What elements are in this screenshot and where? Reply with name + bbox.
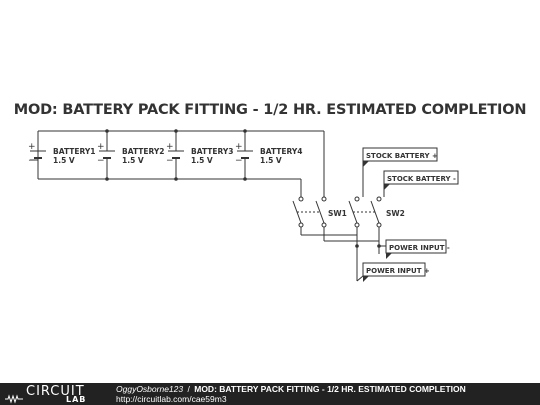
power-input-minus-label: POWER INPUT - <box>389 244 450 252</box>
battery-symbol-3 <box>168 150 184 159</box>
battery4-label: BATTERY4 <box>260 147 302 156</box>
battery-plus-sign: + <box>28 142 36 152</box>
junction-dot <box>105 177 109 181</box>
battery-plus-sign: + <box>97 142 105 152</box>
footer-bar: CIRCUIT LAB OggyOsborne123 / MOD: BATTER… <box>0 383 540 405</box>
circuit-logo-icon <box>5 394 23 404</box>
battery2-value: 1.5 V <box>122 156 144 165</box>
battery1-label: BATTERY1 <box>53 147 95 156</box>
junction-dot <box>243 129 247 133</box>
battery4-value: 1.5 V <box>260 156 282 165</box>
circuitlab-logo[interactable]: CIRCUIT LAB <box>4 384 104 404</box>
footer-title-line: OggyOsborne123 / MOD: BATTERY PACK FITTI… <box>116 384 466 394</box>
switch-sw1 <box>292 196 327 228</box>
footer-title: MOD: BATTERY PACK FITTING - 1/2 HR. ESTI… <box>194 384 466 394</box>
stock-battery-plus-label: STOCK BATTERY + <box>366 152 438 160</box>
battery-minus-sign: − <box>28 156 36 166</box>
junction-dot <box>355 244 359 248</box>
battery-symbol-2 <box>99 150 115 159</box>
junction-dot <box>377 244 381 248</box>
battery-plus-sign: + <box>166 142 174 152</box>
diagram-title: MOD: BATTERY PACK FITTING - 1/2 HR. ESTI… <box>13 102 527 118</box>
footer-separator: / <box>187 384 190 394</box>
battery-minus-sign: − <box>166 156 174 166</box>
battery-minus-sign: − <box>97 156 105 166</box>
battery-symbol-4 <box>237 150 253 159</box>
footer-author[interactable]: OggyOsborne123 <box>116 384 184 394</box>
schematic: + − + − + − + − BATTERY1 1.5 V BATTERY2 … <box>28 129 459 282</box>
battery-symbol-1 <box>30 150 46 159</box>
battery3-label: BATTERY3 <box>191 147 233 156</box>
battery2-label: BATTERY2 <box>122 147 164 156</box>
switch-sw2-label: SW2 <box>386 209 405 218</box>
logo-text-lab: LAB <box>66 395 87 404</box>
battery-minus-sign: − <box>235 156 243 166</box>
logo-text-circuit: CIRCUIT <box>26 384 85 399</box>
battery-plus-sign: + <box>235 142 243 152</box>
switch-sw2 <box>348 196 382 228</box>
switch-sw1-label: SW1 <box>328 209 347 218</box>
junction-dot <box>243 177 247 181</box>
junction-dot <box>174 129 178 133</box>
battery3-value: 1.5 V <box>191 156 213 165</box>
stock-battery-minus-label: STOCK BATTERY - <box>387 175 456 183</box>
junction-dot <box>105 129 109 133</box>
footer-url[interactable]: http://circuitlab.com/cae59m3 <box>116 394 227 404</box>
junction-dot <box>174 177 178 181</box>
battery1-value: 1.5 V <box>53 156 75 165</box>
power-input-plus-label: POWER INPUT + <box>366 267 430 275</box>
